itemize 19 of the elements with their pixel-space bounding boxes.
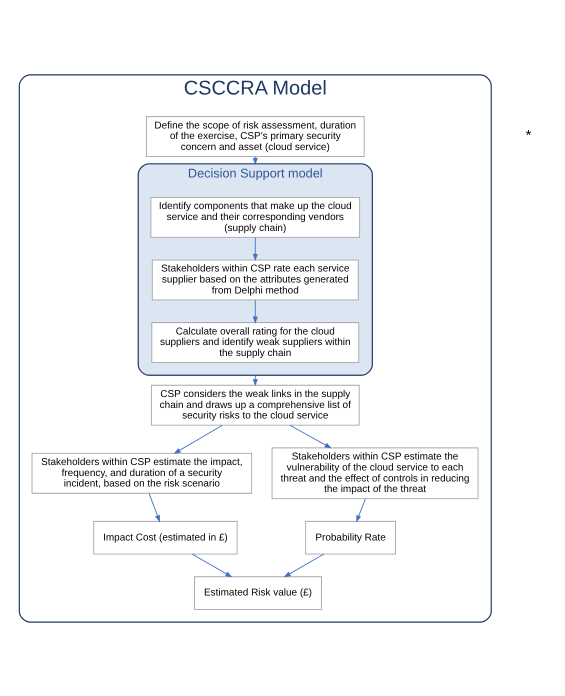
node-box: Estimated Risk value (£) [194,576,322,610]
node-box: Impact Cost (estimated in £) [93,520,238,554]
node-box: Stakeholders within CSP estimate the impact, frequency, and duration of a security incident, based on the risk scenario [32,452,252,494]
arrow [284,553,324,577]
node-box: Probability Rate [305,520,396,554]
node-box: Calculate overall rating for the cloud suppliers and identify weak suppliers within the supply chain [151,322,360,363]
node-box: Stakeholders within CSP estimate the vulnerability of the cloud service to each threat and the effect of controls in reducing the impact of the threat [272,446,479,499]
arrow [192,553,232,577]
node-box: Stakeholders within CSP rate each service supplier based on the attributes generated from Delphi method [152,259,359,300]
label: * [526,128,532,144]
node-box: CSP considers the weak links in the supply chain and draws up a comprehensive list of security risks to the cloud service [150,384,360,426]
arrow [148,492,160,522]
arrow [252,299,258,324]
arrow [289,424,332,448]
node-box: Define the scope of risk assessment, duration of the exercise, CSP's primary security concern and asset (cloud service) [146,116,365,157]
arrow [173,424,223,454]
node-box: Identify components that make up the cloud service and their corresponding vendors (supply chain) [150,196,360,238]
arrow [252,236,258,261]
arrow [356,498,366,522]
